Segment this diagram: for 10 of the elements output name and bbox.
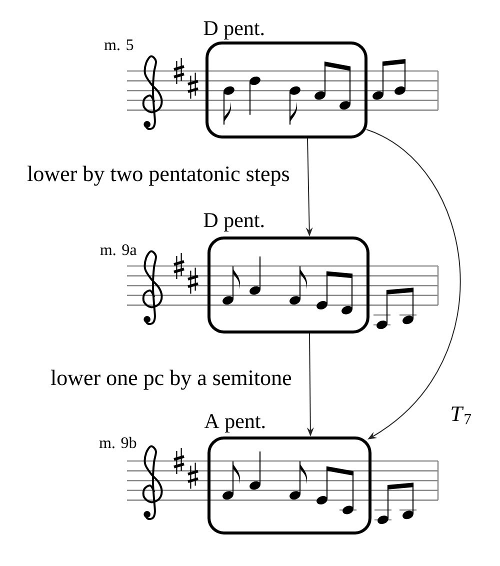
measure-label: m. 9b <box>99 436 136 448</box>
scale-heading: D pent. <box>204 213 264 232</box>
measure-label: m. 5 <box>104 40 134 50</box>
scale-heading: A pent. <box>204 414 265 432</box>
scale-heading: D pent. <box>204 21 264 40</box>
measure-label: m. 9a <box>100 244 137 256</box>
edge-label: lower by two pentatonic steps <box>28 166 290 186</box>
curved-arrow <box>366 129 460 440</box>
edge-label: T$_{7}$ <box>452 406 471 424</box>
edge-label: lower one pc by a semitone <box>50 370 292 390</box>
